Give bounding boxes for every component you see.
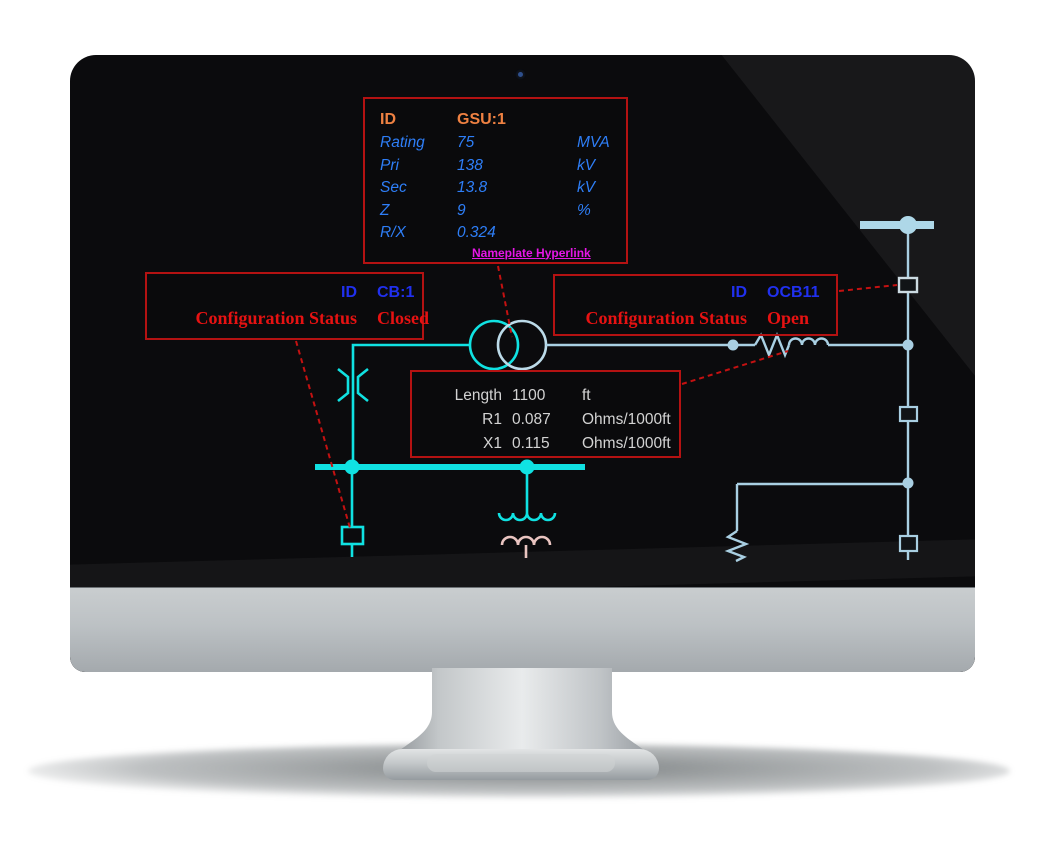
breaker-symbol-2[interactable] xyxy=(898,405,919,423)
line-param-label: R1 xyxy=(482,411,502,428)
connector-line-callout xyxy=(681,350,789,385)
nameplate-row-value: 75 xyxy=(457,134,475,151)
nameplate-row-label: Z xyxy=(380,201,390,219)
nameplate-row-unit: % xyxy=(577,201,591,219)
line-param-value: 0.115 xyxy=(512,435,550,452)
monitor-stand-neck xyxy=(392,668,652,758)
stand-base-highlight xyxy=(427,754,615,772)
cb1-status-value: Closed xyxy=(377,308,430,328)
utility-bus-node[interactable] xyxy=(899,216,917,234)
gsu-secondary-circle[interactable] xyxy=(496,319,548,371)
monitor-display xyxy=(70,55,975,672)
disconnect-switch-left-contact[interactable] xyxy=(337,367,350,403)
line-node[interactable] xyxy=(727,339,739,351)
nameplate-row-unit: kV xyxy=(577,156,596,174)
nameplate-row-value: 0.324 xyxy=(457,224,496,241)
line-inductance-symbol[interactable] xyxy=(787,337,830,346)
disconnect-switch-right-contact[interactable] xyxy=(356,367,369,403)
nameplate-row-label: R/X xyxy=(380,224,406,241)
high-side-circuit xyxy=(546,230,910,563)
gsu-primary-circle[interactable] xyxy=(468,319,520,371)
nameplate-row-label: Sec xyxy=(380,179,407,196)
stand-neck-shape xyxy=(392,668,652,758)
load-resistor-symbol[interactable] xyxy=(724,530,750,563)
gsu-nameplate-callout: ID GSU:1 Rating 75 MVA Pri 138 kV Sec 13… xyxy=(363,97,628,264)
nameplate-row-label: Pri xyxy=(380,156,399,174)
bus-bar-cyan[interactable] xyxy=(315,464,585,470)
line-param-unit: Ohms/1000ft xyxy=(582,411,671,428)
nameplate-row-unit xyxy=(577,222,626,244)
riser-node-mid[interactable] xyxy=(902,339,914,351)
breaker-symbol-3[interactable] xyxy=(898,534,919,553)
wire-transformer-to-bus xyxy=(351,343,470,464)
connector-nameplate-to-gsu xyxy=(497,265,513,338)
utility-bus-group xyxy=(727,216,934,553)
ocb11-status-callout: ID OCB11 Configuration Status Open xyxy=(553,274,838,336)
callout-connectors xyxy=(295,265,898,529)
monitor-chin xyxy=(70,587,975,672)
nameplate-id-label: ID xyxy=(380,111,396,128)
nameplate-row-value: 13.8 xyxy=(457,179,488,196)
breaker-cb1-symbol[interactable] xyxy=(340,525,365,546)
cb1-status-label: Configuration Status xyxy=(195,308,357,328)
transformer2-secondary-winding[interactable] xyxy=(500,535,552,546)
bus-bar-utility[interactable] xyxy=(860,221,934,229)
ocb11-status-value: Open xyxy=(767,308,810,328)
transformer2-secondary xyxy=(500,535,552,558)
line-param-unit: Ohms/1000ft xyxy=(582,435,671,452)
connector-cb1-callout xyxy=(295,340,351,529)
primary-circuit xyxy=(337,343,557,557)
ocb11-status-label: Configuration Status xyxy=(585,308,747,328)
secondary-bus xyxy=(315,459,585,475)
line-parameters-callout: Length 1100 ft R1 0.087 Ohms/1000ft X1 0… xyxy=(410,370,681,458)
line-param-label: X1 xyxy=(483,435,502,452)
riser-node-low[interactable] xyxy=(902,477,914,489)
cb1-id-label: ID xyxy=(341,284,357,301)
line-param-label: Length xyxy=(454,387,502,404)
monitor-stand-base xyxy=(383,749,659,780)
nameplate-row-unit: MVA xyxy=(577,134,610,151)
bus-node-left[interactable] xyxy=(344,459,360,475)
breaker-ocb11-symbol[interactable] xyxy=(897,276,919,294)
nameplate-hyperlink[interactable]: Nameplate Hyperlink xyxy=(472,245,591,260)
line-param-unit: ft xyxy=(582,387,591,404)
cb1-status-callout: ID CB:1 Configuration Status Closed xyxy=(145,272,429,340)
line-param-value: 0.087 xyxy=(512,411,551,428)
nameplate-row-value: 138 xyxy=(457,156,483,174)
nameplate-id-unit-spacer xyxy=(577,109,626,131)
line-resistance-symbol[interactable] xyxy=(753,331,791,359)
nameplate-id-value: GSU:1 xyxy=(457,111,506,128)
cb1-id-value: CB:1 xyxy=(377,284,415,301)
nameplate-row-value: 9 xyxy=(457,201,466,219)
line-param-value: 1100 xyxy=(512,387,546,404)
gsu-transformer xyxy=(468,319,548,371)
ocb11-id-value: OCB11 xyxy=(767,284,820,301)
webcam-icon xyxy=(515,69,526,80)
connector-ocb11-callout xyxy=(838,284,898,292)
nameplate-row-label: Rating xyxy=(380,134,425,151)
bus-node-right[interactable] xyxy=(519,459,535,475)
nameplate-row-unit: kV xyxy=(577,179,596,196)
ocb11-id-label: ID xyxy=(731,284,747,301)
transformer2-primary-winding[interactable] xyxy=(497,512,557,522)
